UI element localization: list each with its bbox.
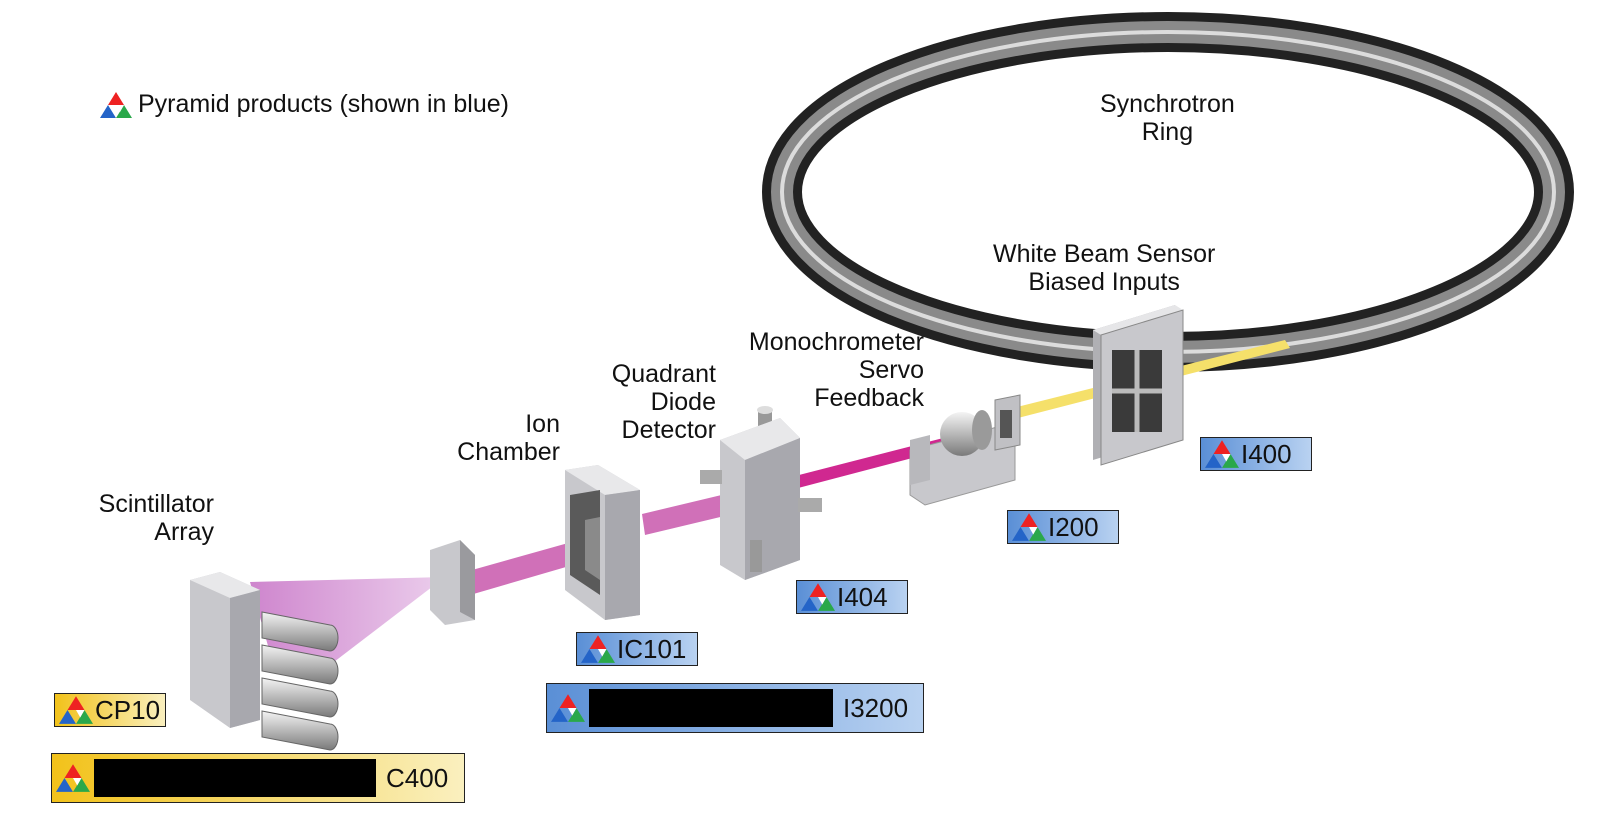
white-beam-sensor: [1093, 305, 1184, 466]
pyramid-logo-icon: [100, 91, 132, 118]
ion-chamber-label: Ion Chamber: [457, 410, 560, 466]
quadrant-diode-label: Quadrant Diode Detector: [611, 360, 716, 444]
legend: Pyramid products (shown in blue): [100, 90, 509, 119]
quadrant-diode-detector: [700, 406, 822, 580]
product-badge-i3200[interactable]: I3200: [546, 683, 924, 733]
pyramid-logo-icon: [581, 635, 615, 663]
pyramid-logo-icon: [1205, 440, 1239, 468]
scintillator-array: [190, 572, 339, 751]
pyramid-logo-icon: [56, 764, 90, 792]
product-badge-i400[interactable]: I400: [1200, 437, 1312, 471]
redacted-bar: [94, 759, 376, 797]
product-badge-i200[interactable]: I200: [1007, 510, 1119, 544]
product-badge-i404[interactable]: I404: [796, 580, 908, 614]
legend-text: Pyramid products (shown in blue): [138, 90, 509, 118]
ion-beam: [465, 538, 590, 595]
product-badge-c400[interactable]: C400: [51, 753, 465, 803]
product-badge-cp10[interactable]: CP10: [54, 693, 166, 727]
white-beam-sensor-label: White Beam Sensor Biased Inputs: [993, 240, 1216, 296]
ion-chamber: [565, 465, 640, 620]
redacted-bar: [589, 689, 833, 727]
pyramid-logo-icon: [1012, 513, 1046, 541]
scintillator-label: Scintillator Array: [98, 490, 214, 546]
pyramid-logo-icon: [59, 696, 93, 724]
synchrotron-label: Synchrotron Ring: [1100, 90, 1235, 146]
monochrometer: [909, 394, 1021, 506]
monochrometer-label: Monochrometer Servo Feedback: [748, 328, 924, 412]
pyramid-logo-icon: [551, 694, 585, 722]
product-badge-ic101[interactable]: IC101: [576, 632, 698, 666]
collimator: [430, 540, 475, 625]
synchrotron-ring: [762, 12, 1574, 372]
mono-beam: [756, 435, 958, 498]
pyramid-logo-icon: [801, 583, 835, 611]
